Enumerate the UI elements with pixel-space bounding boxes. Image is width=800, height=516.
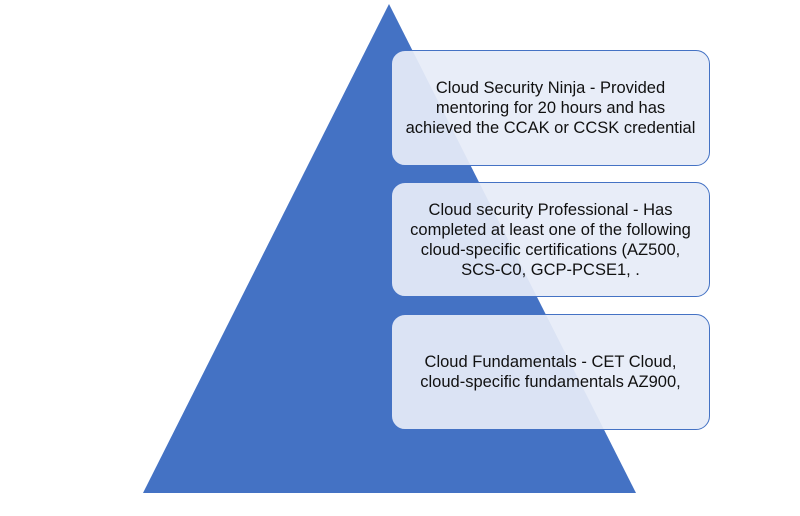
tier-box-cloud-security-ninja: Cloud Security Ninja - Provided mentorin… [391, 50, 710, 166]
tier-box-cloud-security-professional: Cloud security Professional - Has comple… [391, 182, 710, 297]
tier-box-cloud-fundamentals: Cloud Fundamentals - CET Cloud, cloud-sp… [391, 314, 710, 430]
tier-label-cloud-fundamentals: Cloud Fundamentals - CET Cloud, cloud-sp… [420, 353, 681, 391]
tier-label-cloud-security-professional: Cloud security Professional - Has comple… [410, 200, 691, 279]
tier-label-cloud-security-ninja: Cloud Security Ninja - Provided mentorin… [405, 79, 696, 137]
